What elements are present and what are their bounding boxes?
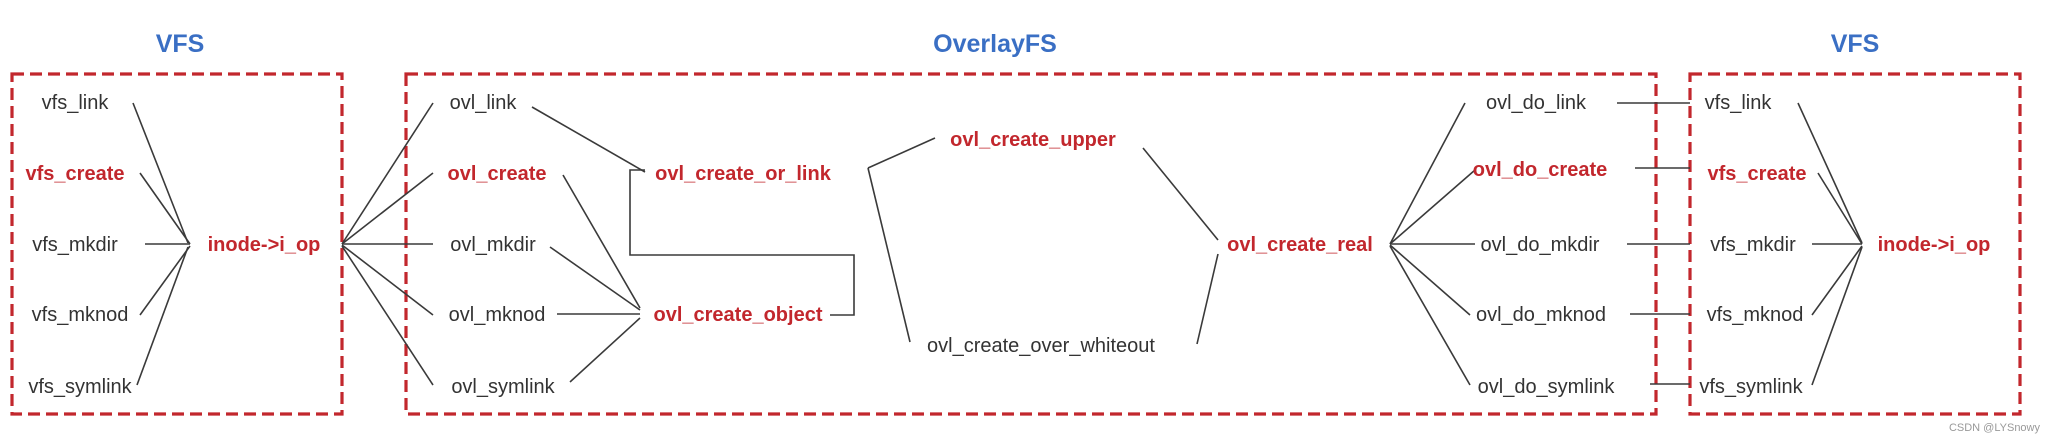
overlayfs-title: OverlayFS — [933, 30, 1057, 58]
node-ovl-create-or-link: ovl_create_or_link — [655, 163, 832, 185]
edge-l-vfs-symlink-to-l-iop — [136, 246, 189, 386]
node-right-vfs-symlink: vfs_symlink — [1699, 376, 1803, 398]
edge-l-iop-to-ovl-symlink — [341, 245, 434, 386]
call-nodes: vfs_link vfs_create vfs_mkdir vfs_mknod … — [26, 92, 1991, 398]
edge-ovl-create-upper-to-ovl-create-real — [1142, 147, 1219, 241]
call-edges — [132, 102, 1863, 386]
node-ovl-do-mknod: ovl_do_mknod — [1476, 304, 1606, 326]
node-ovl-create: ovl_create — [448, 163, 547, 185]
node-ovl-do-symlink: ovl_do_symlink — [1478, 376, 1616, 398]
edge-l-iop-to-ovl-link — [341, 102, 434, 245]
edge-l-iop-to-ovl-mknod — [341, 244, 434, 316]
edge-ovl-create-to-ovl-create-object — [562, 174, 641, 309]
edge-ovl-symlink-to-ovl-create-object — [569, 317, 641, 383]
node-ovl-link: ovl_link — [450, 92, 518, 114]
node-left-inode-iop: inode->i_op — [208, 234, 321, 256]
node-ovl-do-create: ovl_do_create — [1473, 159, 1608, 181]
edge-r-vfs-mknod-to-r-iop — [1811, 245, 1863, 316]
edge-ovl-link-to-ovl-create-or-link — [531, 106, 646, 173]
vfs-right-title: VFS — [1831, 30, 1880, 58]
node-ovl-do-link: ovl_do_link — [1486, 92, 1587, 114]
edge-ovl-create-or-link-to-ovl-create-upper — [867, 137, 936, 169]
node-left-vfs-symlink: vfs_symlink — [28, 376, 132, 398]
edge-ovl-create-real-to-ovl-do-create — [1389, 169, 1476, 245]
node-ovl-create-real: ovl_create_real — [1227, 234, 1373, 256]
edge-l-vfs-mknod-to-l-iop — [139, 245, 191, 316]
node-right-vfs-link: vfs_link — [1705, 92, 1773, 114]
edge-ovl-mkdir-to-ovl-create-object — [549, 246, 641, 311]
edge-ovl-create-real-to-ovl-do-link — [1389, 102, 1466, 245]
node-ovl-mkdir: ovl_mkdir — [450, 234, 536, 256]
node-ovl-mknod: ovl_mknod — [449, 304, 546, 326]
node-ovl-do-mkdir: ovl_do_mkdir — [1481, 234, 1600, 256]
node-right-inode-iop: inode->i_op — [1878, 234, 1991, 256]
vfs-left-frame — [10, 72, 344, 416]
node-left-vfs-link: vfs_link — [42, 92, 110, 114]
edge-ovl-create-or-link-to-ovl-create-over-whiteout — [867, 167, 911, 343]
node-left-vfs-mknod: vfs_mknod — [32, 304, 129, 326]
edge-ovl-create-real-to-ovl-do-symlink — [1389, 245, 1471, 386]
node-right-vfs-mkdir: vfs_mkdir — [1710, 234, 1796, 256]
node-ovl-create-object: ovl_create_object — [654, 304, 823, 326]
node-left-vfs-mkdir: vfs_mkdir — [32, 234, 118, 256]
edge-r-vfs-link-to-r-iop — [1797, 102, 1863, 244]
edge-ovl-create-object-to-ovl-create-or-link — [629, 169, 855, 316]
node-ovl-create-over-whiteout: ovl_create_over_whiteout — [927, 335, 1155, 357]
watermark: CSDN @LYSnowy — [1949, 422, 2041, 434]
edge-l-vfs-link-to-l-iop — [132, 102, 189, 244]
edge-ovl-create-real-to-ovl-do-mknod — [1389, 244, 1471, 316]
node-right-vfs-mknod: vfs_mknod — [1707, 304, 1804, 326]
edge-r-vfs-create-to-r-iop — [1817, 172, 1863, 245]
edge-r-vfs-symlink-to-r-iop — [1811, 246, 1863, 386]
node-ovl-symlink: ovl_symlink — [451, 376, 555, 398]
edge-l-vfs-create-to-l-iop — [139, 172, 191, 245]
node-left-vfs-create: vfs_create — [26, 163, 125, 185]
edge-l-iop-to-ovl-create — [341, 172, 434, 245]
node-right-vfs-create: vfs_create — [1708, 163, 1807, 185]
edge-ovl-create-over-whiteout-to-ovl-create-real — [1196, 253, 1219, 345]
node-ovl-create-upper: ovl_create_upper — [950, 129, 1116, 151]
vfs-left-title: VFS — [156, 30, 205, 58]
